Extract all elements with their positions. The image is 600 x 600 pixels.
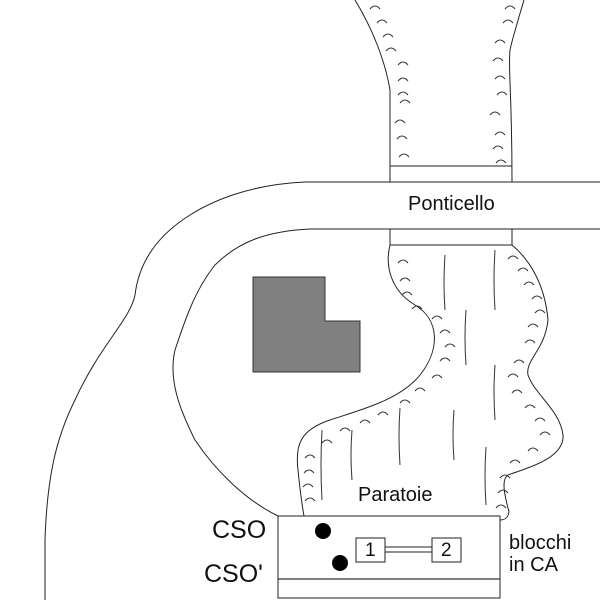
bank-hatch-mark [398,153,410,158]
bank-hatch-mark [399,399,411,404]
upstream-left-bank [354,0,391,182]
bank-hatch-mark [321,439,333,444]
bank-hatch-mark [489,111,501,116]
bank-hatch-mark [507,255,519,260]
bank-hatch-mark [304,497,316,502]
water-flow-lines [320,249,496,506]
flow-line [484,446,487,506]
bank-hatch-mark [411,305,423,310]
gates-label: Paratoie [358,484,433,506]
bank-hatch-mark [524,404,536,409]
downstream-bank-hatching [302,255,551,509]
bank-hatch-mark [502,19,514,24]
flow-line [464,309,467,366]
bridge-label: Ponticello [408,193,495,215]
block-2-label: 2 [441,540,452,561]
bank-hatch-mark [504,5,516,10]
bank-hatch-mark [431,315,443,320]
bank-hatch-mark [494,131,506,136]
gate-structure [277,515,501,599]
downstream-right-bank [499,244,564,521]
cso-label: CSO [212,516,267,544]
bank-hatch-mark [507,373,519,378]
bank-hatch-mark [513,359,525,364]
bank-hatch-mark [397,91,409,96]
bank-hatch-mark [397,77,409,82]
flow-line [493,249,496,311]
bank-hatch-mark [303,469,315,474]
flow-line [398,407,401,466]
bank-hatch-mark [539,431,551,436]
bank-hatch-mark [399,99,411,104]
bank-hatch-mark [385,47,397,52]
bank-hatch-mark [496,91,508,96]
bank-hatch-mark [431,374,443,379]
bank-hatch-mark [527,323,539,328]
upstream-bank-hatching [369,5,516,164]
bank-hatch-mark [523,281,535,286]
bank-hatch-mark [399,277,411,282]
bank-hatch-mark [494,39,506,44]
flow-line [320,429,323,501]
block-1 [355,537,386,563]
bank-hatch-mark [414,387,426,392]
flow-line [350,429,353,481]
bank-hatch-mark [492,145,504,150]
cso-prime-label: CSO' [204,560,263,588]
cso-dot [315,523,331,539]
bank-hatch-mark [339,427,351,432]
bank-hatch-mark [382,33,394,38]
bank-hatch-mark [444,343,456,348]
bank-hatch-mark [439,329,451,334]
flow-line [493,364,496,421]
blocks-label-line1: blocchi [509,532,572,554]
blocks-label-line2: in CA [509,554,558,576]
bank-hatch-mark [376,19,388,24]
flow-line [452,409,455,461]
bank-hatch-mark [394,119,406,124]
bank-hatch-mark [397,61,409,66]
bank-hatch-mark [495,159,507,164]
bank-hatch-mark [517,267,529,272]
building [252,276,361,373]
flow-line [443,254,446,311]
road-bottom-edge [172,228,600,517]
bank-hatch-mark [527,447,539,452]
bank-hatch-mark [531,295,543,300]
downstream-left-bank [296,244,435,517]
bank-hatch-mark [499,474,511,479]
cso-prime-dot [332,555,348,571]
bank-hatch-mark [534,309,546,314]
bank-hatch-mark [524,339,536,344]
bank-hatch-mark [397,259,409,264]
bank-hatch-mark [359,419,371,424]
bank-hatch-mark [497,489,509,494]
road-top-edge [44,181,600,600]
bank-hatch-mark [439,357,451,362]
bank-hatch-mark [492,57,504,62]
block-2 [431,537,462,563]
bank-hatch-mark [369,5,381,10]
block-1-label: 1 [365,540,376,561]
bank-hatch-mark [396,135,408,140]
bank-hatch-mark [495,504,507,509]
bank-hatch-mark [377,411,389,416]
upstream-right-bank [508,0,525,183]
bank-hatch-mark [494,75,506,80]
bank-hatch-mark [401,291,413,296]
bank-hatch-mark [302,483,314,488]
bank-hatch-mark [511,389,523,394]
bank-hatch-mark [304,454,316,459]
bank-hatch-mark [534,417,546,422]
bank-hatch-mark [509,459,521,464]
